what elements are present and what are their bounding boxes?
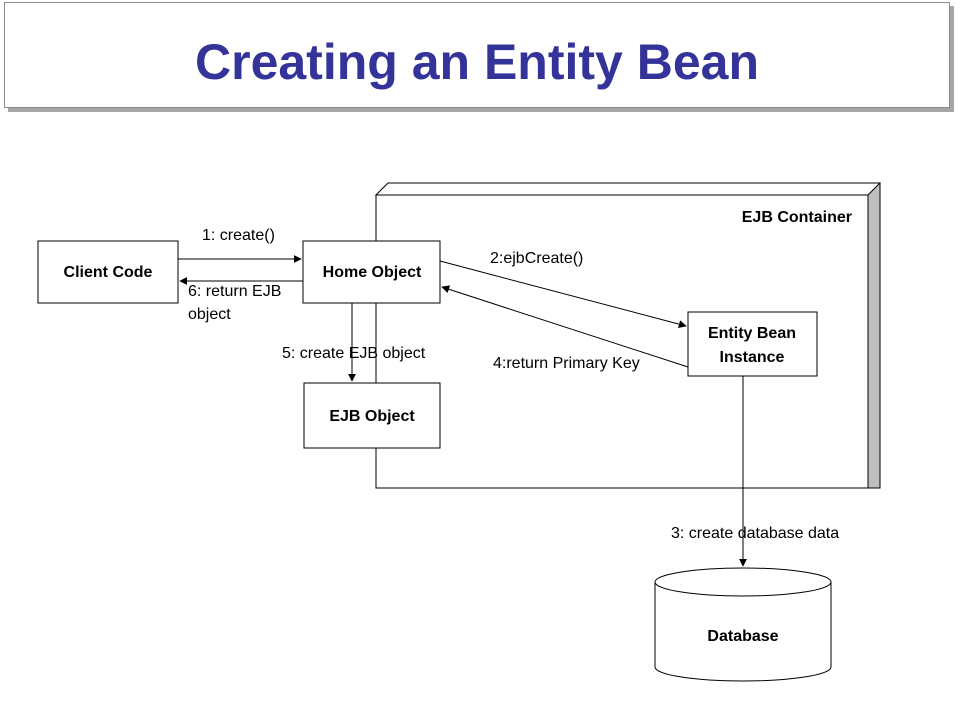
container-label: EJB Container	[742, 209, 852, 226]
home-object-label: Home Object	[323, 264, 422, 281]
home-object-node: Home Object	[302, 240, 441, 304]
return-ejb-label-line2: object	[188, 306, 231, 323]
create-label: 1: create()	[202, 227, 275, 244]
client-code-node: Client Code	[37, 240, 179, 304]
entity-bean-label-line1: Entity Bean	[708, 325, 796, 342]
home-object-box	[302, 240, 441, 304]
create-ejb-object-label: 5: create EJB object	[282, 345, 426, 362]
container-top-face	[374, 182, 882, 196]
entity-bean-box	[687, 311, 818, 377]
page-title: Creating an Entity Bean	[195, 34, 759, 90]
database-body	[654, 582, 832, 682]
entity-bean-node: Entity Bean Instance	[687, 311, 818, 377]
return-pk-arrow	[441, 285, 689, 368]
ejb-object-label: EJB Object	[329, 408, 415, 425]
ejb-create-label: 2:ejbCreate()	[490, 250, 583, 267]
client-code-label: Client Code	[64, 264, 153, 281]
client-code-box	[37, 240, 179, 304]
ejb-create-arrow	[439, 260, 687, 329]
title-banner: Creating an Entity Bean	[4, 2, 950, 108]
create-db-data-label: 3: create database data	[671, 525, 839, 542]
database-node: Database	[654, 567, 832, 682]
return-pk-label: 4:return Primary Key	[493, 355, 640, 372]
ejb-object-node: EJB Object	[303, 382, 441, 449]
ejb-object-box	[303, 382, 441, 449]
database-top	[654, 567, 832, 597]
database-label: Database	[707, 628, 778, 645]
ejb-container: EJB Container	[374, 182, 882, 489]
container-side-face	[867, 182, 881, 489]
entity-bean-label-line2: Instance	[720, 349, 785, 366]
return-ejb-label-line1: 6: return EJB	[188, 283, 281, 300]
